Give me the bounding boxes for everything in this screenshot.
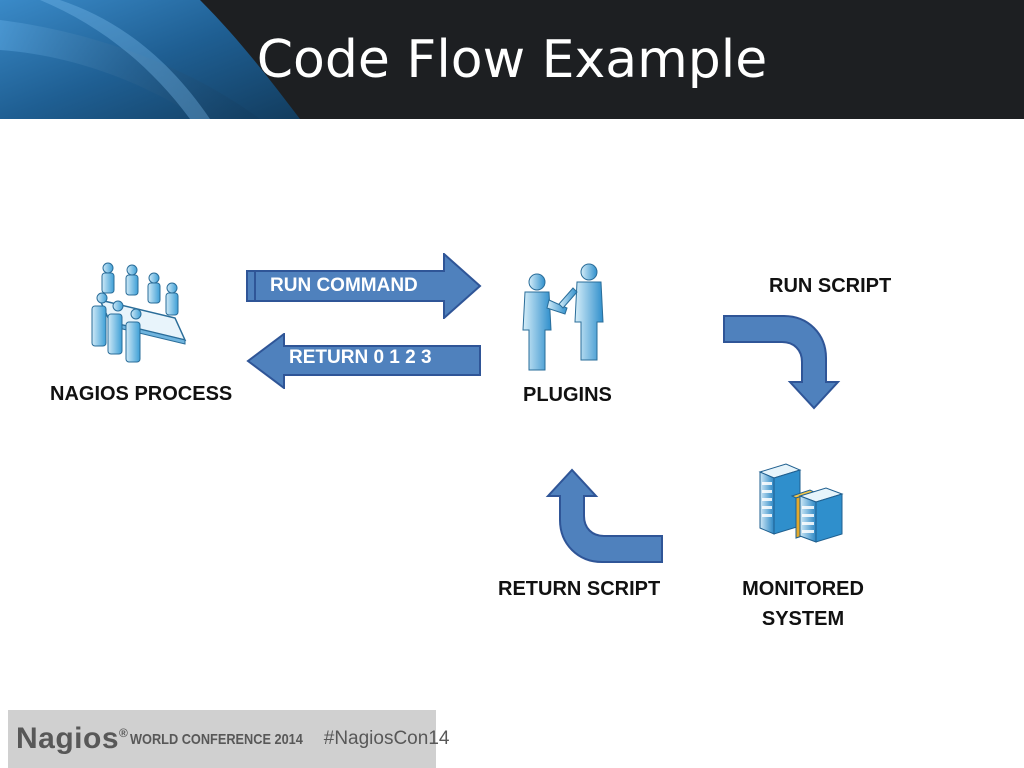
registered-mark: ® (119, 726, 129, 740)
nagios-logo-text: Nagios (16, 722, 120, 755)
return-codes-arrow (246, 333, 481, 389)
arrow-label-run-script: RUN SCRIPT (769, 275, 892, 297)
slide-header: Code Flow Example (0, 0, 1024, 119)
node-label-monitored-line2: SYSTEM (761, 608, 845, 630)
meeting-people-icon (80, 258, 190, 373)
run-command-arrow (246, 253, 482, 319)
return-script-arrow (545, 468, 663, 563)
conference-footer-banner: Nagios® WORLD CONFERENCE 2014 #NagiosCon… (8, 710, 449, 768)
arrow-label-return-script: RETURN SCRIPT (498, 578, 661, 600)
arrow-label-run-command: RUN COMMAND (270, 275, 418, 296)
header-swoosh-graphic (0, 0, 300, 119)
nagios-logo: Nagios® (16, 722, 128, 756)
server-rack-icon (756, 462, 846, 549)
conference-hashtag: #NagiosCon14 (323, 728, 450, 749)
node-label-monitored-system: MONITORED SYSTEM (735, 574, 871, 634)
node-label-monitored-line1: MONITORED (742, 578, 864, 600)
slide-title: Code Flow Example (256, 30, 768, 90)
node-label-nagios-process: NAGIOS PROCESS (50, 383, 233, 405)
arrow-label-return-codes: RETURN 0 1 2 3 (289, 347, 432, 368)
handshake-people-icon (515, 260, 610, 380)
node-label-plugins: PLUGINS (523, 384, 612, 406)
conference-name: WORLD CONFERENCE 2014 (130, 730, 304, 748)
run-script-arrow (723, 315, 841, 410)
